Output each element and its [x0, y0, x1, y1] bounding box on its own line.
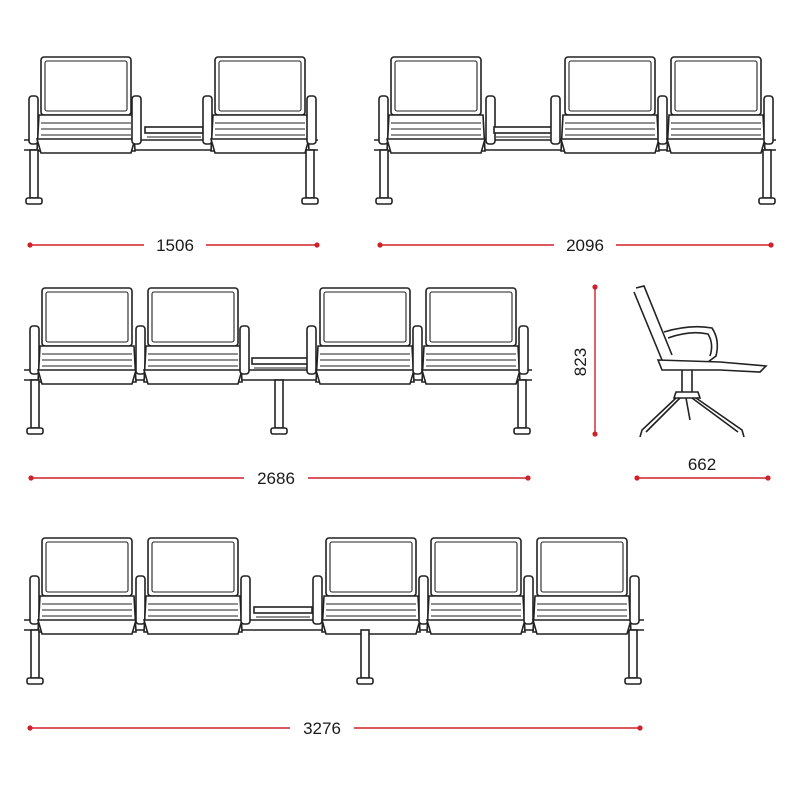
dimension-1506: 1506 — [27, 236, 320, 255]
dimension-3276: 3276 — [27, 719, 643, 738]
chair-side-view — [633, 285, 768, 438]
dimension-label: 1506 — [156, 236, 194, 255]
dimension-label: 3276 — [303, 719, 341, 738]
dimension-2096: 2096 — [377, 236, 774, 255]
bench-2686 — [24, 287, 532, 435]
bench-1506 — [24, 56, 319, 205]
dimension-2686: 2686 — [28, 469, 531, 488]
dimension-label: 2096 — [566, 236, 604, 255]
dimension-label: 2686 — [257, 469, 295, 488]
dimension-label: 662 — [688, 455, 716, 474]
dimension-823: 823 — [571, 284, 598, 437]
bench-3276 — [24, 537, 644, 685]
dimension-662: 662 — [634, 455, 771, 481]
dimension-label: 823 — [571, 348, 590, 376]
bench-2096 — [374, 56, 776, 205]
